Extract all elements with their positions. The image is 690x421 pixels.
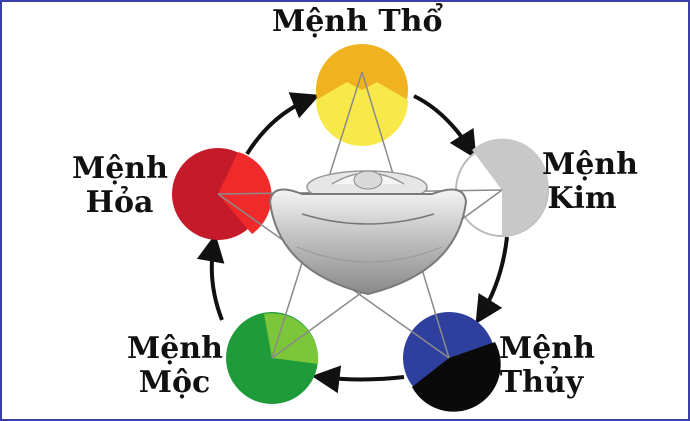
arrow-moc-to-hoa	[196, 233, 225, 321]
label-menh-kim-line1: Mệnh	[542, 147, 638, 182]
cycle-arrows	[196, 92, 509, 394]
label-menh-moc-line2: Mộc	[138, 365, 211, 400]
label-menh-moc-line1: Mệnh	[127, 331, 223, 366]
arrow-tho-to-kim	[413, 94, 477, 160]
element-thuy-circle	[403, 312, 501, 412]
element-tho-circle	[316, 44, 408, 146]
label-menh-hoa: Mệnh Hỏa	[72, 151, 168, 220]
label-menh-kim: Mệnh Kim	[542, 147, 638, 216]
label-menh-tho: Mệnh Thổ	[272, 4, 443, 39]
arrow-hoa-to-tho	[245, 92, 320, 156]
arrow-kim-to-thuy	[475, 236, 509, 325]
label-menh-thuy-line2: Thủy	[499, 365, 584, 400]
label-menh-kim-line2: Kim	[547, 181, 617, 216]
label-menh-hoa-line2: Hỏa	[85, 185, 154, 220]
label-menh-hoa-line1: Mệnh	[72, 151, 168, 186]
label-menh-moc: Mệnh Mộc	[127, 331, 223, 400]
label-menh-thuy: Mệnh Thủy	[499, 331, 595, 400]
label-menh-thuy-line1: Mệnh	[499, 331, 595, 366]
arrow-thuy-to-moc	[311, 365, 405, 394]
element-kim-circle	[455, 138, 549, 237]
silver-ingot-icon	[268, 170, 468, 296]
